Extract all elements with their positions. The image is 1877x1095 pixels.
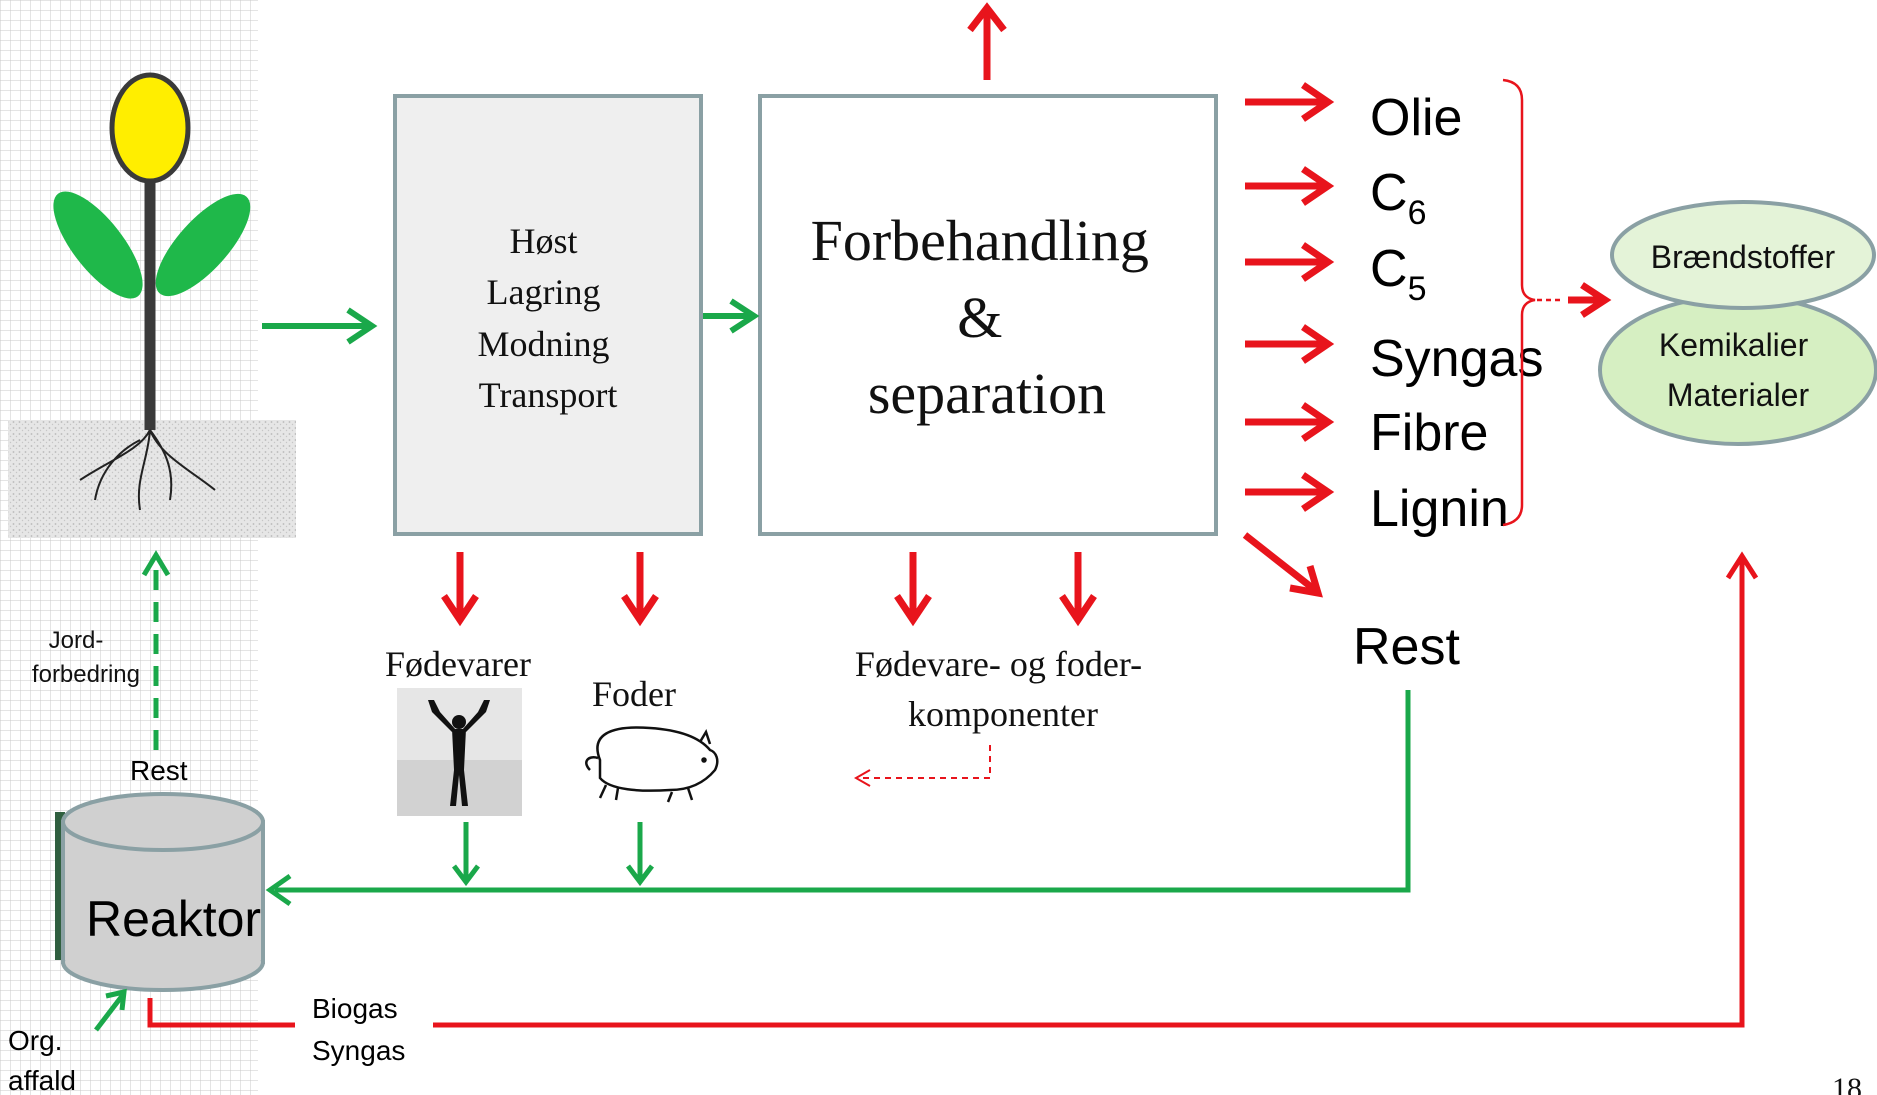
arrow-syngas	[1245, 324, 1335, 364]
pretreatment-box	[758, 94, 1218, 536]
side-product-arrows	[441, 552, 1097, 627]
arrow-to-food	[441, 552, 479, 627]
product-rest: Rest	[1353, 618, 1460, 676]
fuels-ellipse	[1610, 200, 1876, 310]
rest-to-reactor-line	[265, 690, 1411, 907]
pig-icon	[585, 726, 719, 803]
reactor-cylinder	[55, 792, 265, 992]
arrow-fibre	[1245, 402, 1335, 442]
plant-to-harvest-arrow	[262, 307, 378, 345]
fuels-label: Brændstoffer	[1651, 239, 1836, 275]
components-dashed-arrow	[858, 745, 991, 779]
waste-to-reactor-arrow	[94, 988, 127, 1032]
arrow-c6	[1245, 166, 1335, 206]
arrow-to-components-1	[894, 552, 932, 627]
pretreatment-box-label: Forbehandling & separation	[811, 208, 1164, 426]
food-label: Fødevarer	[385, 644, 531, 684]
bracket-to-outputs-arrow	[1568, 282, 1612, 318]
arrow-lignin	[1245, 472, 1335, 512]
food-to-reactor-arrow	[452, 822, 480, 887]
biogas-syngas-label: Biogas Syngas	[312, 993, 405, 1066]
feed-label: Foder	[592, 674, 676, 714]
product-c6: C6	[1370, 164, 1426, 232]
arrow-to-feed	[621, 552, 659, 627]
reactor-label: Reaktor	[86, 891, 261, 947]
arrow-to-components-2	[1059, 552, 1097, 627]
arrow-rest	[1242, 532, 1323, 598]
organic-waste-label: Org. affald	[8, 1025, 76, 1095]
product-c5: C5	[1370, 240, 1426, 308]
page-number: 18	[1832, 1072, 1862, 1095]
harvest-box	[393, 94, 703, 536]
product-syngas: Syngas	[1370, 330, 1543, 388]
harvest-box-label: Høst Lagring Modning Transport	[477, 221, 618, 415]
reactor-rest-label: Rest	[130, 755, 188, 786]
arrow-c5	[1245, 242, 1335, 282]
plant-icon	[53, 72, 251, 511]
upward-output-arrow	[967, 2, 1007, 80]
harvest-to-pretreatment-arrow	[703, 298, 760, 334]
feed-to-reactor-arrow	[626, 822, 654, 887]
product-arrows	[1242, 82, 1335, 598]
components-dashed-arrowhead	[853, 769, 871, 787]
products-bracket	[1502, 78, 1536, 527]
product-fibre: Fibre	[1370, 404, 1488, 462]
person-silhouette-image	[397, 688, 522, 816]
soil-improvement-label: Jord- forbedring	[32, 627, 140, 688]
arrow-olie	[1245, 82, 1335, 122]
chemicals-materials-label: Kemikalier Materialer	[1659, 327, 1817, 413]
product-olie: Olie	[1370, 89, 1462, 147]
reactor-to-soil-arrow	[141, 550, 171, 750]
chemicals-materials-ellipse	[1598, 294, 1877, 446]
soil-block	[8, 420, 296, 538]
product-lignin: Lignin	[1370, 480, 1509, 538]
components-label: Fødevare- og foder- komponenter	[855, 644, 1151, 734]
biogas-line	[147, 551, 1759, 1028]
